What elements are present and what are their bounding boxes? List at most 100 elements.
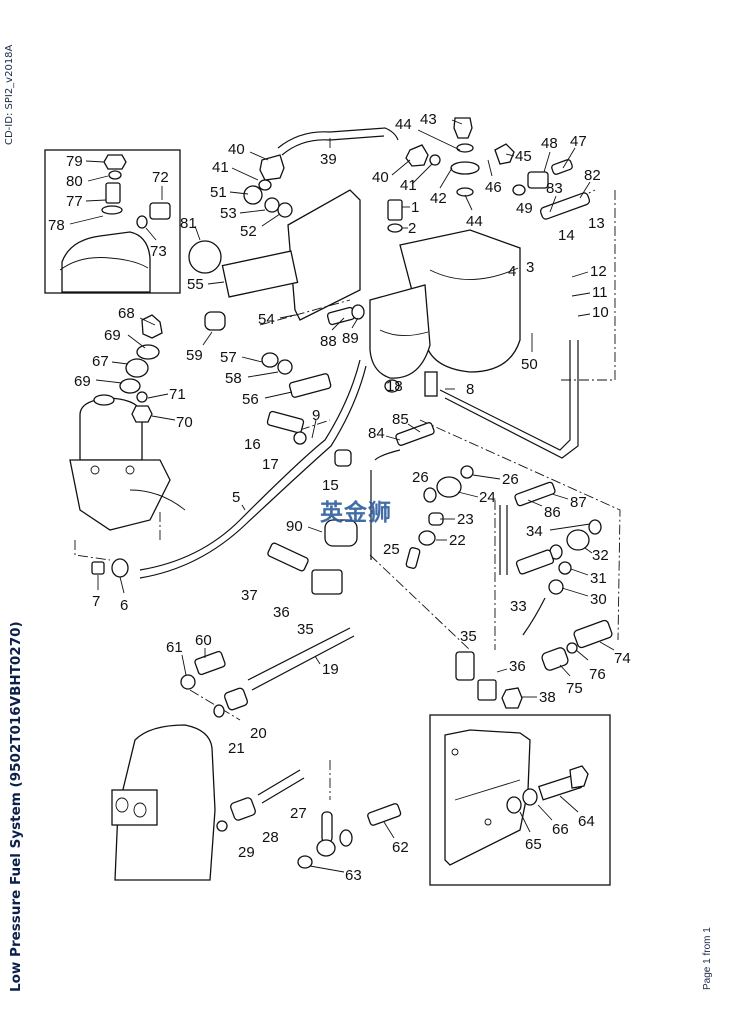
- callout-number: 45: [515, 148, 532, 165]
- callout-number: 54: [258, 311, 275, 328]
- callout-5: 5: [232, 489, 246, 511]
- callout-40a: 40: [228, 141, 269, 161]
- callout-number: 78: [48, 217, 65, 234]
- callout-number: 79: [66, 153, 83, 170]
- callout-69a: 69: [104, 327, 146, 349]
- callout-number: 6: [120, 597, 128, 614]
- callout-63: 63: [309, 865, 362, 884]
- callout-number: 46: [485, 179, 502, 196]
- callout-number: 22: [449, 532, 466, 549]
- callout-number: 55: [187, 276, 204, 293]
- callout-49: 49: [516, 200, 533, 217]
- inset-box-filter-head: [44, 149, 181, 294]
- callout-45: 45: [505, 148, 532, 165]
- callout-6: 6: [119, 576, 128, 614]
- callout-58: 58: [225, 370, 279, 387]
- callout-59: 59: [186, 331, 213, 364]
- callout-number: 52: [240, 223, 257, 240]
- callout-40b: 40: [372, 159, 411, 186]
- callout-37: 37: [241, 587, 258, 604]
- callout-number: 44: [466, 213, 483, 230]
- callout-9: 9: [311, 407, 320, 439]
- callout-13: 13: [588, 215, 605, 232]
- callout-number: 41: [400, 177, 417, 194]
- callout-number: 26: [502, 471, 519, 488]
- callout-10: 10: [577, 304, 609, 321]
- callout-2: 2: [402, 220, 416, 237]
- callout-number: 73: [150, 243, 167, 260]
- callout-54: 54: [258, 311, 296, 328]
- callout-74: 74: [599, 641, 631, 667]
- callout-80: 80: [66, 173, 109, 190]
- callout-number: 37: [241, 587, 258, 604]
- callout-number: 4: [508, 263, 516, 280]
- callout-81: 81: [180, 215, 201, 241]
- callout-47: 47: [562, 133, 587, 169]
- callout-70: 70: [151, 414, 193, 431]
- callout-number: 21: [228, 740, 245, 757]
- callout-36a: 36: [273, 604, 290, 621]
- mounting-bracket-drawing: [287, 189, 361, 321]
- callout-38: 38: [522, 689, 556, 706]
- callout-number: 85: [392, 411, 409, 428]
- callout-18: 18: [386, 378, 403, 395]
- callout-1: 1: [402, 199, 419, 216]
- callout-number: 60: [195, 632, 212, 649]
- callout-79: 79: [66, 153, 105, 170]
- callout-68: 68: [118, 305, 156, 326]
- callout-21: 21: [228, 740, 245, 757]
- callout-number: 86: [544, 504, 561, 521]
- callout-88: 88: [320, 317, 345, 350]
- callout-78: 78: [48, 215, 104, 234]
- callout-87: 87: [551, 493, 587, 511]
- callout-number: 14: [558, 227, 575, 244]
- callout-73: 73: [145, 227, 167, 260]
- callout-32: 32: [584, 547, 609, 564]
- alignment-lines: [74, 189, 621, 800]
- callout-number: 29: [238, 844, 255, 861]
- callout-number: 43: [420, 111, 437, 128]
- callout-23: 23: [440, 511, 474, 528]
- callout-44b: 44: [464, 194, 483, 230]
- callout-42: 42: [430, 167, 453, 207]
- callout-number: 31: [590, 570, 607, 587]
- callout-number: 13: [588, 215, 605, 232]
- callout-number: 39: [320, 151, 337, 168]
- callout-number: 81: [180, 215, 197, 232]
- callout-83: 83: [546, 180, 563, 213]
- callout-28: 28: [262, 829, 279, 846]
- callout-53: 53: [220, 205, 266, 222]
- callout-8: 8: [445, 381, 474, 398]
- callout-number: 28: [262, 829, 279, 846]
- callout-number: 41: [212, 159, 229, 176]
- callout-number: 38: [539, 689, 556, 706]
- callout-number: 12: [590, 263, 607, 280]
- callout-number: 34: [526, 523, 543, 540]
- callout-33: 33: [510, 598, 527, 615]
- callout-55: 55: [187, 276, 225, 293]
- callout-number: 49: [516, 200, 533, 217]
- callout-number: 23: [457, 511, 474, 528]
- callout-41a: 41: [212, 159, 259, 181]
- callout-number: 18: [386, 378, 403, 395]
- spacer-block-drawing: [221, 250, 299, 298]
- callout-number: 30: [590, 591, 607, 608]
- callout-number: 74: [614, 650, 631, 667]
- callout-82: 82: [579, 167, 601, 199]
- callout-number: 36: [509, 658, 526, 675]
- callout-number: 56: [242, 391, 259, 408]
- callout-number: 32: [592, 547, 609, 564]
- callout-50: 50: [521, 333, 538, 373]
- callout-number: 36: [273, 604, 290, 621]
- callout-number: 72: [152, 169, 169, 186]
- callout-number: 16: [244, 436, 261, 453]
- callout-66: 66: [537, 804, 569, 838]
- callout-number: 24: [479, 489, 496, 506]
- callout-72: 72: [152, 169, 169, 200]
- callout-34: 34: [526, 523, 591, 540]
- callout-62: 62: [383, 821, 409, 856]
- callout-number: 62: [392, 839, 409, 856]
- callout-number: 8: [466, 381, 474, 398]
- small-parts: [91, 117, 613, 869]
